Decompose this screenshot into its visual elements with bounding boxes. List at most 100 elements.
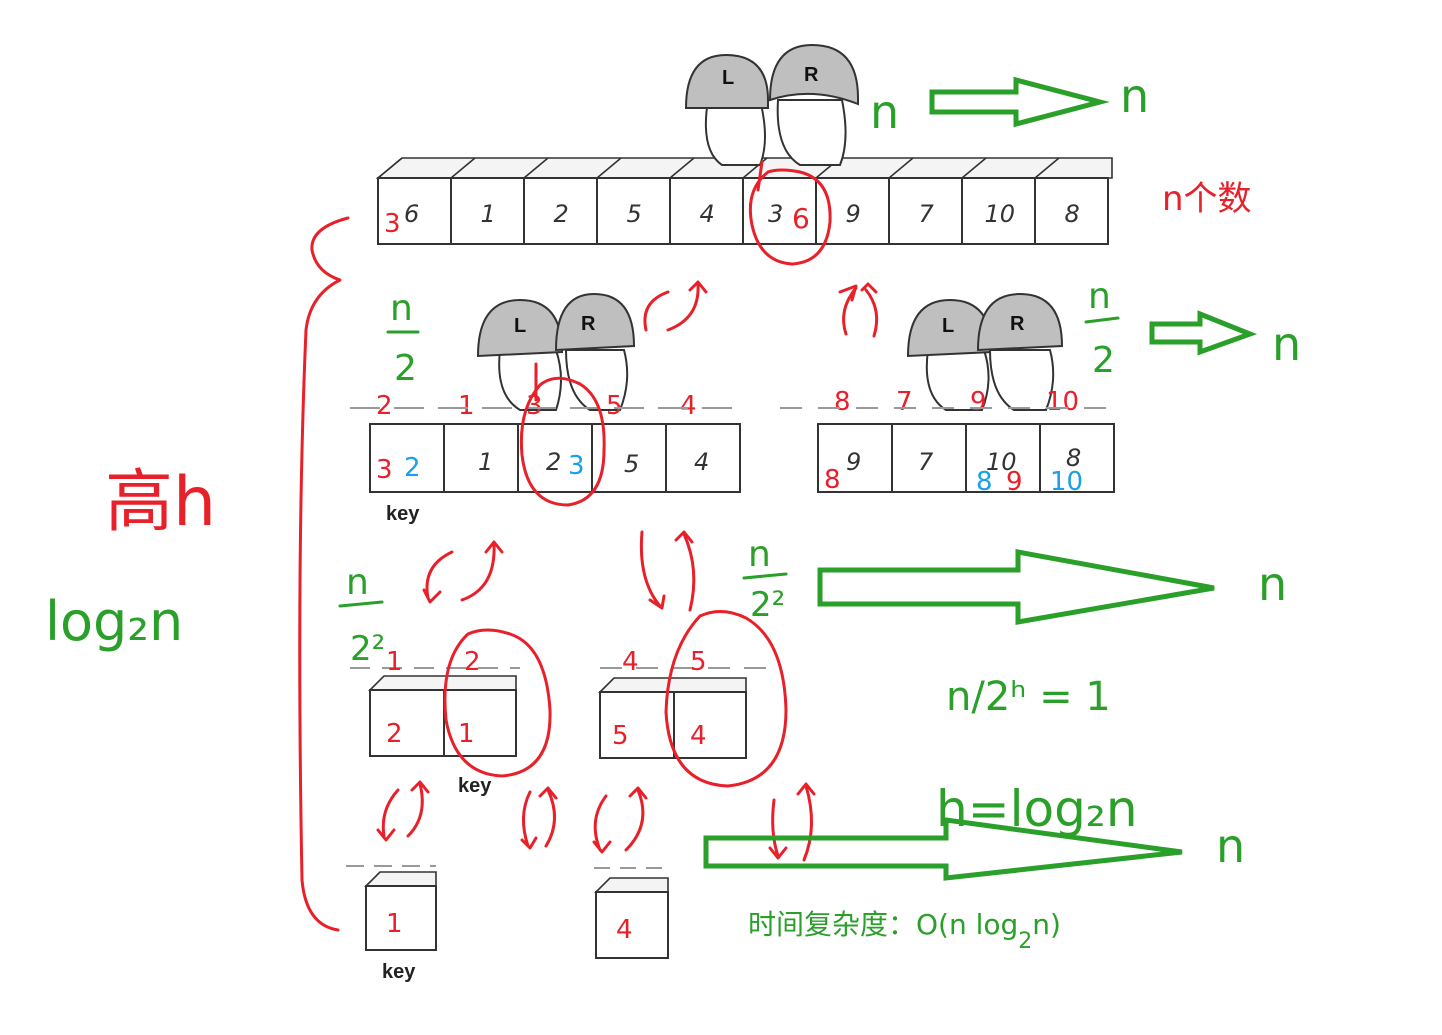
- helmet-l2-left-r: [554, 292, 636, 352]
- helmet-right-letter: R: [804, 64, 819, 86]
- l2-right-above-value: 10: [1046, 387, 1079, 417]
- top-cell: [450, 177, 525, 245]
- l3-b-cell-value: 4: [690, 721, 707, 751]
- top-cell-value: 6: [404, 200, 419, 228]
- helmet-left: [684, 53, 769, 109]
- helmet-l2-right-r-letter: R: [1010, 313, 1025, 335]
- arrow-top: [929, 76, 1110, 128]
- helmet-l2-left-r-letter: R: [581, 313, 596, 335]
- top-cell-value: 10: [985, 200, 1016, 228]
- equation-1: n/2ʰ = 1: [946, 674, 1111, 720]
- swap-arrow-l3d: [674, 530, 696, 612]
- top-cell-red-annotation: 3: [384, 209, 401, 239]
- l2-left-cell: [369, 423, 445, 493]
- l2-right-red-value: 8: [824, 465, 841, 495]
- l3-a-above-value: 1: [386, 647, 403, 677]
- l2-left-cell-value: 1: [478, 448, 493, 476]
- arrow-level3: [817, 548, 1215, 625]
- pivot-circle-l3a: [443, 628, 552, 778]
- swap-arrow-l4e: [592, 794, 612, 854]
- swap-arrow-l4d: [538, 786, 558, 848]
- n-quarter-num-left: n: [346, 562, 369, 603]
- level4-array-b: 4: [594, 867, 670, 959]
- top-cell-edge: [596, 157, 622, 179]
- helmet-l2-right-l-letter: L: [942, 315, 954, 337]
- swap-arrow-l4a: [376, 788, 400, 842]
- top-cell: [888, 177, 963, 245]
- swap-arrow-l3a: [422, 550, 454, 604]
- l2-right-cell-value: 10: [986, 448, 1017, 476]
- top-cell-value: 8: [1065, 200, 1080, 228]
- top-cell: [961, 177, 1036, 245]
- l2-right-cell: [965, 423, 1041, 493]
- complexity-label: 时间复杂度：O(n log2n): [748, 908, 1061, 954]
- l2-right-body-1: [925, 349, 990, 411]
- character-left-body: [704, 99, 766, 166]
- l2-left-body-1: [498, 349, 562, 411]
- helmet-l2-right-r: [976, 292, 1064, 352]
- l2-left-body-2: [564, 349, 629, 411]
- key-label-l2: key: [386, 503, 420, 525]
- swap-arrow-l4f: [624, 786, 648, 852]
- l2-right-blue-value: 8: [976, 467, 993, 497]
- l3-a-cell-value: 2: [386, 719, 403, 749]
- top-cell-value: 4: [700, 200, 715, 228]
- l4-b-lid: [594, 877, 669, 893]
- swap-arrow-l4c: [520, 790, 538, 850]
- l2-right-body-2: [988, 349, 1055, 411]
- pointer-characters-l2-left: L R: [476, 292, 636, 411]
- l2-right-cell: [891, 423, 967, 493]
- height-label: 高h: [105, 463, 216, 542]
- top-cell-value: 1: [481, 200, 496, 228]
- n-half-den-left: 2: [394, 348, 417, 389]
- l2-right-cell-value: 7: [918, 448, 934, 476]
- l3-a-cell: [369, 689, 445, 757]
- complexity-prefix: 时间复杂度：O(n log: [748, 908, 1018, 941]
- top-cell-edge: [450, 157, 476, 179]
- n-label-level4: n: [1216, 819, 1245, 873]
- l4-a-lid: [364, 871, 437, 887]
- n-label-top-right: n: [1120, 69, 1149, 123]
- l2-left-cell-value: 2: [546, 448, 561, 476]
- top-cell-value: 7: [919, 200, 935, 228]
- top-cell-value: 2: [554, 200, 569, 228]
- top-cell-edge: [1034, 157, 1060, 179]
- swap-arrow-l4b: [406, 780, 430, 838]
- l2-right-above-value: 8: [834, 387, 851, 417]
- swap-arrow-l3b: [460, 540, 504, 602]
- top-cell-edge: [961, 157, 987, 179]
- equation-2: h=log₂n: [936, 780, 1138, 838]
- n-label-level2: n: [1272, 317, 1301, 371]
- top-cell: [596, 177, 671, 245]
- swap-arrow-l2b: [666, 280, 708, 332]
- l3-b-above-value: 5: [690, 647, 707, 677]
- l4-a-cell: [365, 885, 437, 951]
- helmet-left-letter: L: [722, 67, 734, 89]
- top-cell-red-annotation: 6: [792, 202, 810, 235]
- l3-b-above-value: 4: [622, 647, 639, 677]
- top-cell-value: 3: [768, 200, 783, 228]
- top-cell-value: 9: [846, 200, 861, 228]
- count-label: n个数: [1162, 179, 1252, 219]
- swap-arrow-l2d: [860, 282, 879, 338]
- character-right-body: [776, 99, 847, 166]
- top-cell-edge: [523, 157, 549, 179]
- pivot-circle-top: [748, 168, 832, 266]
- l3-a-above-value: 2: [464, 647, 481, 677]
- pivot-circle-l2: [519, 362, 606, 507]
- n-quarter-bar-right: [742, 572, 788, 580]
- l2-right-above-value: 9: [970, 387, 987, 417]
- swap-arrow-l2a: [643, 290, 670, 332]
- l4-b-cell-value: 4: [616, 915, 633, 945]
- n-quarter-bar-left: [338, 600, 384, 608]
- top-cell-edge: [669, 157, 695, 179]
- key-label-l4: key: [382, 961, 416, 983]
- complexity-subscript: 2: [1018, 929, 1032, 954]
- l2-right-cell-value: 9: [846, 448, 861, 476]
- complexity-suffix: n): [1032, 908, 1061, 941]
- swap-arrow-l2c: [838, 284, 858, 336]
- l4-b-cell: [595, 891, 669, 959]
